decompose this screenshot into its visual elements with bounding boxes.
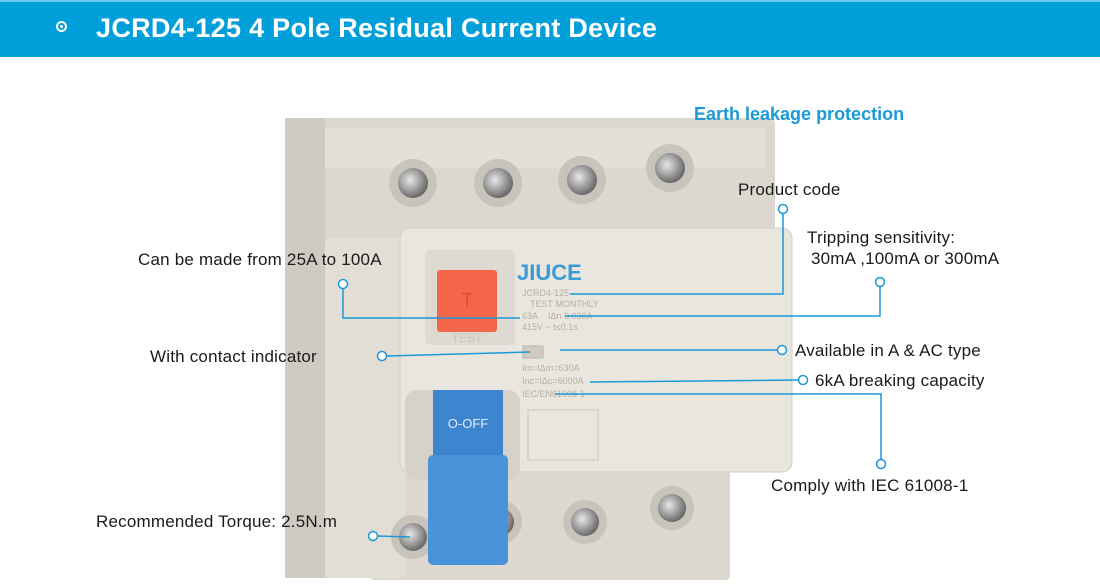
callout-tripping-1: Tripping sensitivity: [807, 228, 956, 247]
svg-text:TEST MONTHLY: TEST MONTHLY [530, 299, 599, 309]
callout-contact-indicator: With contact indicator [150, 347, 317, 366]
svg-text:415V ~ t≤0.1s: 415V ~ t≤0.1s [522, 322, 578, 332]
callout-type: Available in A & AC type [795, 341, 981, 360]
test-button [437, 270, 497, 332]
callout-tripping-2: 30mA ,100mA or 300mA [811, 249, 1000, 268]
svg-text:O-OFF: O-OFF [448, 416, 488, 431]
circuit-diagram [527, 409, 599, 461]
callout-standard: Comply with IEC 61008-1 [771, 476, 969, 495]
callout-torque: Recommended Torque: 2.5N.m [96, 512, 338, 531]
bullet-icon [56, 21, 67, 32]
callout-lines [337, 203, 887, 542]
callout-breaking: 6kA breaking capacity [815, 371, 985, 390]
headline: Earth leakage protection [694, 104, 905, 124]
toggle-lever [433, 390, 503, 460]
svg-text:63A: 63A [522, 311, 538, 321]
svg-text:IEC/EN61008-1: IEC/EN61008-1 [522, 389, 585, 399]
svg-text:JCRD4-125: JCRD4-125 [522, 288, 569, 298]
top-terminals [389, 144, 694, 207]
callout-product-code: Product code [738, 180, 841, 199]
svg-text:TEST: TEST [452, 331, 483, 345]
title-banner: JCRD4-125 4 Pole Residual Current Device [0, 0, 1100, 57]
brand-logo: JIUCE [517, 260, 582, 285]
left-side [285, 118, 325, 578]
callout-current-range: Can be made from 25A to 100A [138, 250, 382, 269]
svg-text:T: T [462, 290, 473, 310]
page-title: JCRD4-125 4 Pole Residual Current Device [96, 13, 658, 43]
svg-text:Im=IΔm=630A: Im=IΔm=630A [522, 363, 580, 373]
svg-text:Inc=IΔc=6000A: Inc=IΔc=6000A [522, 376, 584, 386]
